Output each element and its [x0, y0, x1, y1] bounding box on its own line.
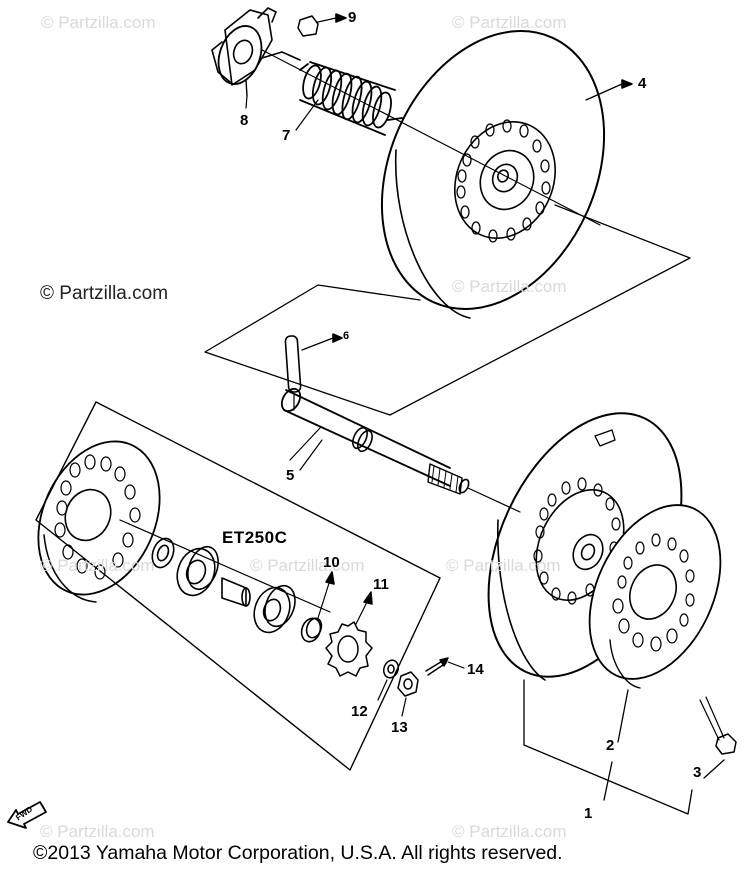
part-3-bolt [700, 697, 736, 754]
callout-14: 14 [467, 661, 484, 678]
watermark: © Partzilla.com [41, 13, 156, 32]
forward-arrow-icon [6, 796, 50, 832]
part-14-cotter-pin [426, 658, 464, 675]
part-12-washer [378, 658, 401, 700]
part-9-slider [298, 14, 346, 36]
et250c-bearing-parts [148, 535, 300, 637]
part-5-shaft [278, 386, 520, 512]
part-6-pin [285, 334, 342, 410]
watermark: © Partzilla.com [446, 556, 561, 575]
model-label: ET250C [222, 528, 288, 547]
part-11-sprocket [326, 592, 372, 676]
callout-1: 1 [584, 805, 593, 822]
part-13-nut [398, 672, 418, 716]
callout-12: 12 [351, 703, 368, 720]
callout-3: 3 [693, 764, 702, 781]
part-2-plate [564, 484, 747, 700]
watermark: © Partzilla.com [40, 556, 155, 575]
callout-6: 6 [343, 330, 350, 342]
watermark: © Partzilla.com [250, 556, 365, 575]
part-8-spider [211, 8, 300, 96]
copyright-notice: ©2013 Yamaha Motor Corporation, U.S.A. A… [33, 842, 563, 864]
part-7-spring [300, 62, 402, 135]
callout-13: 13 [391, 719, 408, 736]
watermark: © Partzilla.com [40, 822, 155, 841]
callout-4: 4 [638, 75, 647, 92]
part-10-collar [298, 572, 334, 644]
callout-7: 7 [282, 127, 291, 144]
callout-8: 8 [240, 112, 249, 129]
callout-5: 5 [286, 467, 295, 484]
callout-11: 11 [373, 576, 389, 593]
part-4-sheave [340, 0, 646, 344]
main-watermark: © Partzilla.com [40, 283, 169, 304]
callout-10: 10 [323, 554, 340, 571]
watermark: © Partzilla.com [452, 13, 567, 32]
watermark: © Partzilla.com [452, 277, 567, 296]
callout-2: 2 [606, 737, 615, 754]
watermark: © Partzilla.com [452, 822, 567, 841]
callout-9: 9 [348, 9, 357, 26]
